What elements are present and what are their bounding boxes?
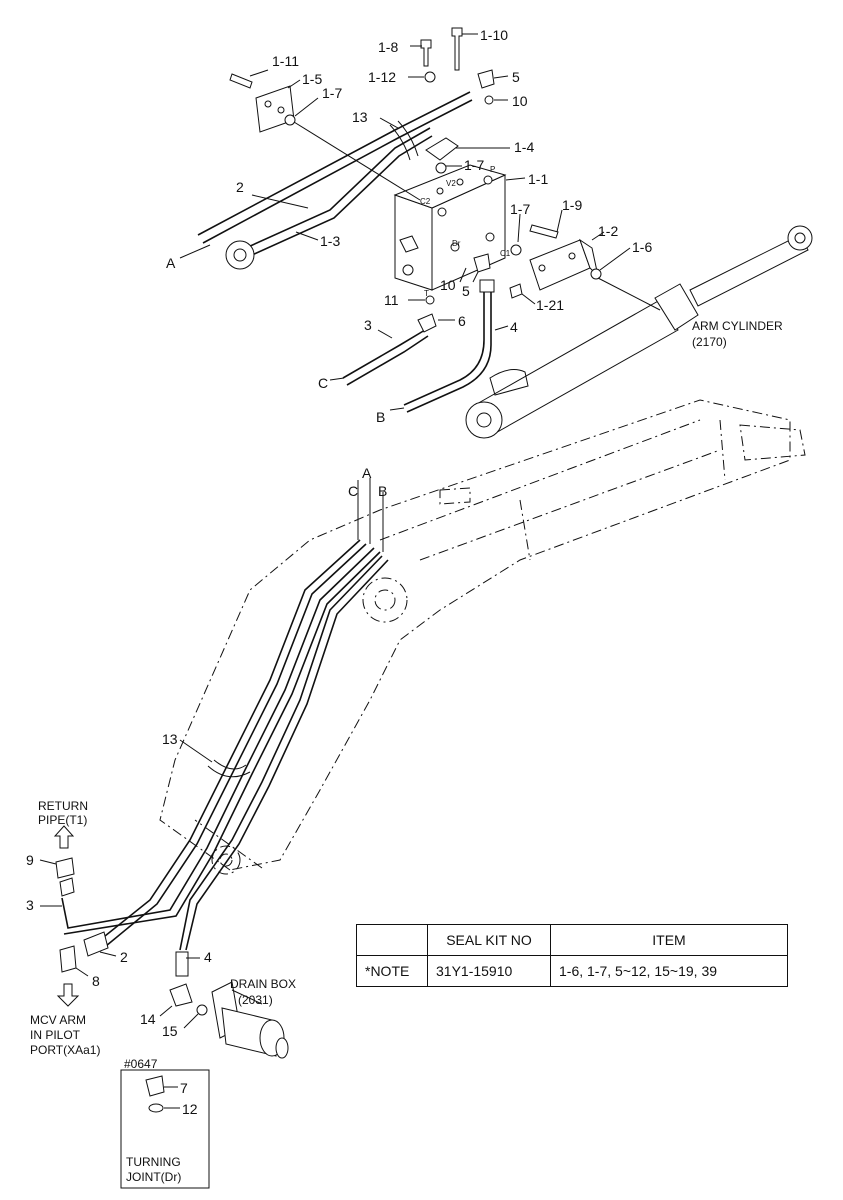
label-2-a: 2 bbox=[236, 179, 244, 195]
part-labels: 1-11 1-5 1-7 1-8 1-10 1-12 5 10 13 1-4 1… bbox=[26, 27, 783, 1184]
port-dr: Dr bbox=[452, 239, 461, 248]
label-10-a: 10 bbox=[512, 93, 528, 109]
top-fittings bbox=[420, 27, 495, 174]
label-A-top: A bbox=[166, 255, 176, 271]
label-1-6: 1-6 bbox=[632, 239, 652, 255]
boom-hoses bbox=[61, 478, 389, 951]
port-t: T bbox=[424, 289, 429, 298]
label-8: 8 bbox=[92, 973, 100, 989]
table-cell: 31Y1-15910 bbox=[427, 955, 551, 987]
label-1-2: 1-2 bbox=[598, 223, 618, 239]
boom-outline bbox=[159, 399, 806, 875]
leaders-upper bbox=[179, 33, 661, 411]
arm-cylinder-label-1: ARM CYLINDER bbox=[692, 319, 783, 333]
label-1-5: 1-5 bbox=[302, 71, 322, 87]
label-6: 6 bbox=[458, 313, 466, 329]
label-1-10: 1-10 bbox=[480, 27, 508, 43]
seal-kit-table: SEAL KIT NO ITEM *NOTE 31Y1-15910 1-6, 1… bbox=[356, 924, 788, 987]
return-pipe-label-1: RETURN bbox=[38, 799, 88, 813]
hoses-3-4 bbox=[342, 242, 522, 413]
label-4-b: 4 bbox=[204, 949, 212, 965]
label-12: 12 bbox=[182, 1101, 198, 1117]
arm-cylinder-label-2: (2170) bbox=[692, 335, 727, 349]
label-C-top: C bbox=[318, 375, 328, 391]
table-cell: *NOTE bbox=[356, 955, 428, 987]
label-1-8: 1-8 bbox=[378, 39, 398, 55]
label-1-11: 1-11 bbox=[272, 53, 299, 69]
port-c2: C2 bbox=[420, 197, 431, 206]
label-10-b: 10 bbox=[440, 277, 456, 293]
label-15: 15 bbox=[162, 1023, 178, 1039]
lower-fittings bbox=[39, 739, 213, 1029]
table-header-cell: ITEM bbox=[550, 924, 788, 956]
label-9: 9 bbox=[26, 852, 34, 868]
port-c1: C1 bbox=[500, 249, 511, 258]
label-13-b: 13 bbox=[162, 731, 178, 747]
label-3-b: 3 bbox=[26, 897, 34, 913]
label-1-7-b: 1-7 bbox=[464, 157, 484, 173]
label-2-b: 2 bbox=[120, 949, 128, 965]
drain-box-label-1: DRAIN BOX bbox=[230, 977, 296, 991]
turning-joint-label-2: JOINT(Dr) bbox=[126, 1170, 181, 1184]
label-B-top: B bbox=[376, 409, 385, 425]
label-1-21: 1-21 bbox=[536, 297, 564, 313]
drain-box-label-2: (2031) bbox=[238, 993, 273, 1007]
label-5-a: 5 bbox=[512, 69, 520, 85]
label-A-boom: A bbox=[362, 465, 372, 481]
label-7: 7 bbox=[180, 1080, 188, 1096]
table-header-cell: SEAL KIT NO bbox=[427, 924, 551, 956]
return-pipe-label-2: PIPE(T1) bbox=[38, 813, 87, 827]
table-header-cell bbox=[356, 924, 428, 956]
label-4-a: 4 bbox=[510, 319, 518, 335]
drain-box bbox=[211, 981, 289, 1059]
port-p: P bbox=[490, 165, 495, 174]
label-1-9: 1-9 bbox=[562, 197, 582, 213]
label-13-a: 13 bbox=[352, 109, 368, 125]
serial-label: #0647 bbox=[124, 1057, 158, 1071]
table-row: *NOTE 31Y1-15910 1-6, 1-7, 5~12, 15~19, … bbox=[356, 955, 788, 987]
label-1-12: 1-12 bbox=[368, 69, 396, 85]
mcv-label-2: IN PILOT bbox=[30, 1028, 81, 1042]
port-v2: V2 bbox=[446, 179, 456, 188]
table-cell: 1-6, 1-7, 5~12, 15~19, 39 bbox=[550, 955, 788, 987]
label-C-boom: C bbox=[348, 483, 358, 499]
label-3-a: 3 bbox=[364, 317, 372, 333]
mcv-label-3: PORT(XAa1) bbox=[30, 1043, 100, 1057]
mcv-label-1: MCV ARM bbox=[30, 1013, 86, 1027]
turning-joint-inset bbox=[120, 1069, 210, 1189]
label-11: 11 bbox=[384, 292, 399, 308]
label-1-7-a: 1-7 bbox=[322, 85, 342, 101]
label-1-3: 1-3 bbox=[320, 233, 340, 249]
flange-1-5 bbox=[229, 73, 296, 133]
flange-1-2 bbox=[509, 224, 602, 299]
turning-joint-label-1: TURNING bbox=[126, 1155, 181, 1169]
label-1-4: 1-4 bbox=[514, 139, 534, 155]
arm-cylinder bbox=[465, 225, 813, 439]
label-B-boom: B bbox=[378, 483, 387, 499]
label-1-7-c: 1-7 bbox=[510, 201, 530, 217]
label-5-b: 5 bbox=[462, 283, 470, 299]
label-1-1: 1-1 bbox=[528, 171, 548, 187]
label-14: 14 bbox=[140, 1011, 156, 1027]
upper-pipes bbox=[197, 91, 473, 270]
table-header-row: SEAL KIT NO ITEM bbox=[356, 924, 788, 956]
